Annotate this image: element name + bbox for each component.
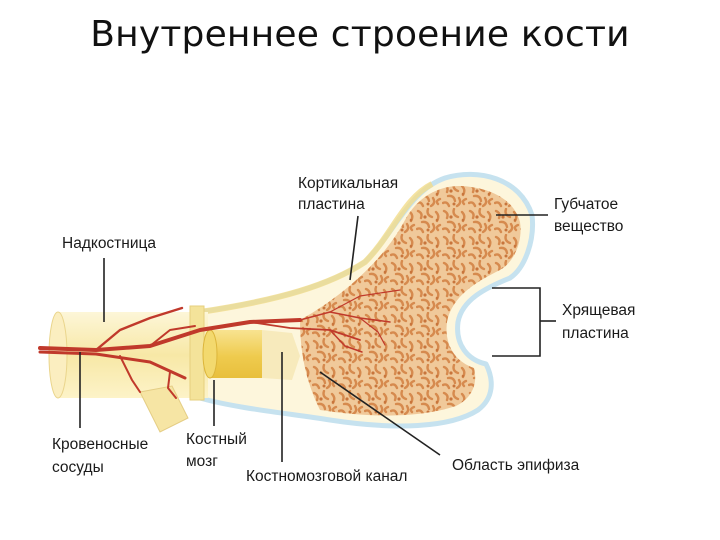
periosteum-layer — [190, 306, 204, 400]
label-spongy-line2: вещество — [554, 218, 623, 235]
label-cortical-line1: Кортикальная — [298, 175, 398, 192]
label-marrow-line1: Костный — [186, 431, 247, 448]
label-epiphysis: Область эпифиза — [452, 457, 580, 474]
bone-marrow — [210, 330, 262, 378]
shaft-end — [49, 312, 67, 398]
label-cortical-line2: пластина — [298, 196, 365, 213]
label-cartilage-line2: пластина — [562, 325, 629, 342]
label-marrow-line2: мозг — [186, 453, 218, 470]
bone-marrow-end — [203, 330, 217, 378]
label-periosteum: Надкостница — [62, 235, 156, 252]
label-vessels-line2: сосуды — [52, 459, 104, 476]
label-cartilage-line1: Хрящевая — [562, 302, 635, 319]
label-spongy-line1: Губчатое — [554, 196, 618, 213]
label-vessels-line1: Кровеносные — [52, 436, 148, 453]
leader-cartilage — [492, 288, 540, 356]
label-canal: Костномозговой канал — [246, 468, 407, 485]
